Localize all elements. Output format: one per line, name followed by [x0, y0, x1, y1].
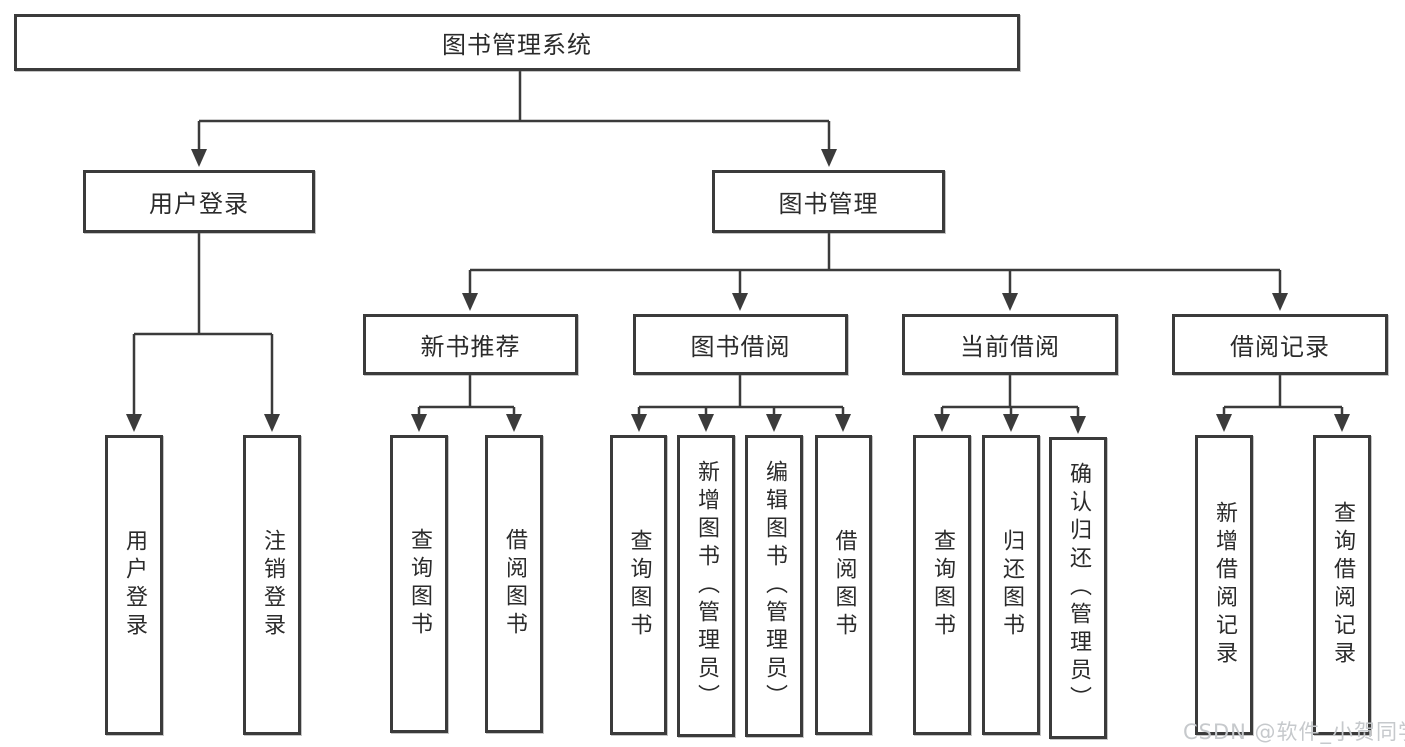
leaf-g1-query-books-label: 查询图书	[407, 528, 432, 640]
leaf-g3-return-book: 归还图书	[982, 435, 1040, 735]
leaf-g4-add-borrow-record: 新增借阅记录	[1195, 435, 1253, 735]
leaf-g3-confirm-return-admin-label: 确认归还（管理员）	[1066, 462, 1091, 714]
leaf-logout-label: 注销登录	[260, 529, 285, 641]
leaf-g1-borrow-books: 借阅图书	[485, 435, 543, 733]
leaf-g4-query-borrow-record-label: 查询借阅记录	[1330, 501, 1355, 669]
node-current-borrow-label: 当前借阅	[960, 333, 1060, 361]
leaf-logout: 注销登录	[243, 435, 301, 735]
leaf-user-login: 用户登录	[105, 435, 163, 735]
node-new-book-recommend: 新书推荐	[363, 314, 578, 375]
node-current-borrow: 当前借阅	[902, 314, 1118, 375]
node-user-login-label: 用户登录	[149, 190, 249, 218]
csdn-watermark: CSDN @软件_小贺同学	[1183, 720, 1405, 744]
leaf-g4-add-borrow-record-label: 新增借阅记录	[1212, 501, 1237, 669]
node-book-borrow-label: 图书借阅	[690, 333, 791, 361]
leaf-g2-borrow-books-label: 借阅图书	[831, 529, 857, 641]
leaf-g3-query-books-label: 查询图书	[930, 529, 955, 641]
node-user-login: 用户登录	[83, 170, 315, 233]
node-book-manage: 图书管理	[712, 170, 945, 233]
leaf-g2-add-book-admin: 新增图书（管理员）	[677, 435, 735, 737]
leaf-g4-query-borrow-record: 查询借阅记录	[1313, 435, 1371, 735]
leaf-g3-query-books: 查询图书	[913, 435, 971, 735]
leaf-g2-edit-book-admin-label: 编辑图书（管理员）	[762, 460, 787, 712]
node-borrow-records-label: 借阅记录	[1230, 333, 1330, 361]
leaf-g2-borrow-books: 借阅图书	[815, 435, 872, 735]
leaf-user-login-label: 用户登录	[122, 529, 147, 641]
leaf-g3-return-book-label: 归还图书	[999, 529, 1024, 641]
node-root-system-label: 图书管理系统	[442, 31, 592, 59]
leaf-g2-query-books: 查询图书	[610, 435, 667, 735]
node-borrow-records: 借阅记录	[1172, 314, 1388, 375]
node-new-book-recommend-label: 新书推荐	[420, 333, 521, 361]
node-book-borrow: 图书借阅	[633, 314, 848, 375]
leaf-g3-confirm-return-admin: 确认归还（管理员）	[1049, 437, 1107, 739]
leaf-g2-query-books-label: 查询图书	[626, 529, 652, 641]
leaf-g2-edit-book-admin: 编辑图书（管理员）	[745, 435, 803, 737]
leaf-g1-query-books: 查询图书	[390, 435, 448, 733]
node-root-system: 图书管理系统	[14, 14, 1020, 71]
leaf-g2-add-book-admin-label: 新增图书（管理员）	[694, 460, 719, 712]
node-book-manage-label: 图书管理	[778, 190, 879, 218]
leaf-g1-borrow-books-label: 借阅图书	[502, 528, 527, 640]
